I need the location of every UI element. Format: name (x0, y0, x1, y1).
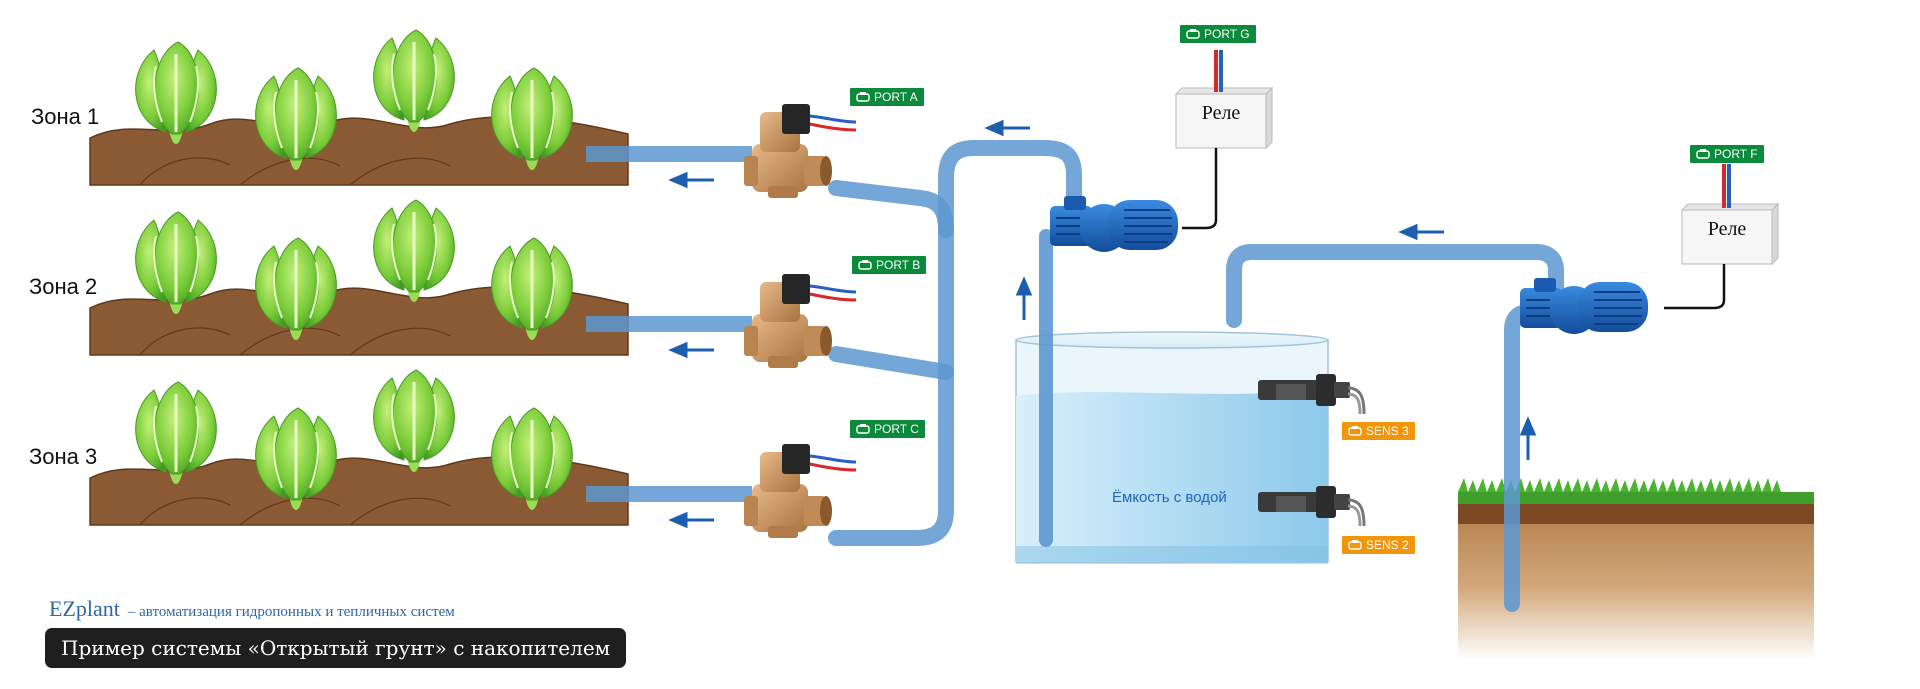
water-tank (1015, 331, 1329, 564)
sens-3-badge: SENS 3 (1342, 422, 1415, 440)
sens-2-label: SENS 2 (1366, 538, 1409, 552)
brand-name: EZplant (49, 596, 120, 621)
relay-1-box (1174, 50, 1274, 230)
port-g-badge: PORT G (1180, 25, 1256, 43)
flow-arrow-tank-up (1015, 276, 1033, 320)
tank-label: Ёмкость с водой (1112, 489, 1227, 506)
port-f-label: PORT F (1714, 147, 1758, 161)
sens-2-badge: SENS 2 (1342, 536, 1415, 554)
flow-arrow-fill (1398, 223, 1444, 241)
port-c-label: PORT C (874, 422, 919, 436)
zone-label-3: Зона 3 (29, 444, 98, 469)
brand-tagline: – автоматизация гидропонных и тепличных … (127, 604, 455, 620)
relay-1-label: Реле (1201, 102, 1241, 124)
port-c-badge: PORT C (850, 420, 925, 438)
pump-1 (1049, 195, 1179, 253)
connector-icon (1348, 540, 1362, 550)
flow-arrow-zone-3 (668, 511, 714, 529)
port-f-badge: PORT F (1690, 145, 1764, 163)
connector-icon (858, 260, 872, 270)
relay-2-box (1664, 164, 1780, 310)
connector-icon (1696, 149, 1710, 159)
pump-2 (1519, 277, 1649, 335)
connector-icon (856, 92, 870, 102)
flow-arrow-manifold (984, 119, 1030, 137)
connector-icon (1348, 426, 1362, 436)
connector-icon (856, 424, 870, 434)
diagram-caption: Пример системы «Открытый грунт» с накопи… (45, 628, 627, 668)
flow-arrow-zone-1 (668, 171, 714, 189)
sens-3-label: SENS 3 (1366, 424, 1409, 438)
solenoid-valve-c (742, 442, 858, 540)
flow-arrow-zone-2 (668, 341, 714, 359)
zone-label-2: Зона 2 (29, 274, 98, 299)
port-b-label: PORT B (876, 258, 921, 272)
supply-manifold-pipe (828, 140, 1082, 546)
port-g-label: PORT G (1204, 27, 1250, 41)
flow-arrow-well-up (1519, 416, 1537, 460)
brand-line: EZplant – автоматизация гидропонных и те… (49, 596, 455, 622)
flow-arrows (668, 119, 1537, 529)
port-a-label: PORT A (874, 90, 918, 104)
drip-lines (586, 146, 752, 502)
port-a-badge: PORT A (850, 88, 924, 106)
zone-label-1: Зона 1 (31, 104, 100, 129)
relay-2-label: Реле (1707, 218, 1747, 240)
lettuce-plants (134, 28, 574, 512)
port-b-badge: PORT B (852, 256, 927, 274)
connector-icon (1186, 29, 1200, 39)
